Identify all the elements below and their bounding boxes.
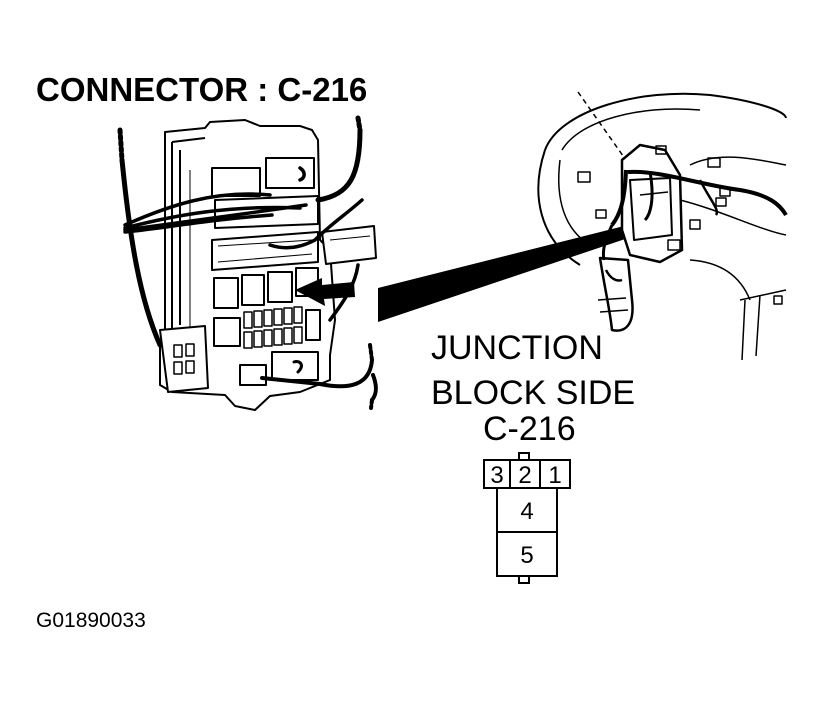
wire-harness bbox=[117, 115, 378, 410]
pointer-arrow bbox=[295, 278, 355, 306]
connector-pin-5-cavity bbox=[496, 531, 558, 577]
callout-line-block-side: BLOCK SIDE bbox=[431, 374, 635, 412]
callout-beam bbox=[378, 222, 646, 322]
junction-block-illustration bbox=[159, 119, 377, 411]
pin-5-label: 5 bbox=[520, 542, 533, 569]
figure-code: G01890033 bbox=[36, 609, 146, 632]
connector-top-latch bbox=[518, 452, 530, 461]
dashboard-illustration bbox=[537, 91, 788, 361]
connector-pin-4-cavity bbox=[496, 487, 558, 533]
connector-title: CONNECTOR : C-216 bbox=[36, 71, 367, 108]
connector-bottom-latch bbox=[518, 575, 530, 584]
pin-3-label: 3 bbox=[490, 462, 503, 489]
callout-line-junction: JUNCTION bbox=[431, 329, 603, 367]
pin-2-label: 2 bbox=[518, 462, 531, 489]
connector-face bbox=[483, 452, 571, 584]
pin-1-label: 1 bbox=[548, 462, 561, 489]
pin-4-label: 4 bbox=[520, 498, 533, 525]
callout-line-connector-id: C-216 bbox=[483, 410, 576, 448]
